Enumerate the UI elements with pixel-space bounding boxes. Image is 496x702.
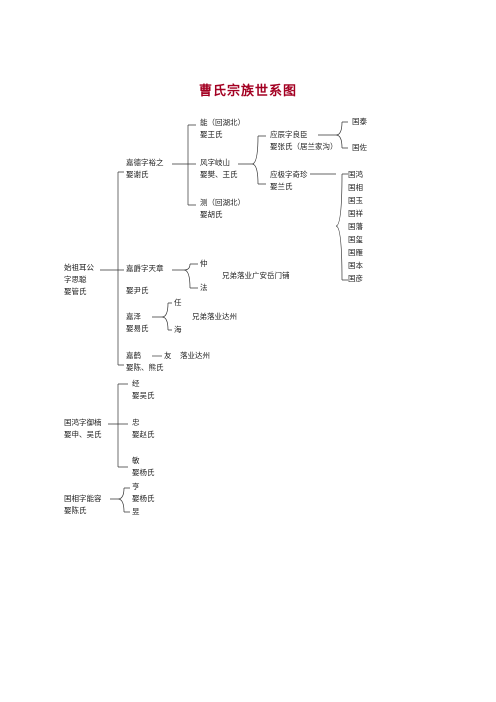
min-name: 敏 bbox=[132, 456, 140, 465]
zhong-name: 仲 bbox=[200, 259, 208, 268]
fengzi-brace bbox=[238, 135, 266, 185]
guotai-name: 国泰 bbox=[352, 117, 367, 126]
guoxiang-wife: 娶陈氏 bbox=[64, 506, 87, 515]
yingchen-wife: 娶张氏（居兰家沟） bbox=[270, 142, 338, 151]
zhong-wife: 娶赵氏 bbox=[132, 430, 155, 439]
jing-name: 经 bbox=[132, 379, 140, 388]
fa-name: 法 bbox=[200, 283, 208, 292]
jiahe-son-you: 友 bbox=[164, 351, 172, 360]
jiahe-name: 嘉鹤 bbox=[126, 351, 141, 360]
guo-list-item: 国藩 bbox=[348, 222, 363, 231]
guo-list-item: 国祥 bbox=[348, 209, 363, 218]
fengzi-name: 风字岐山 bbox=[200, 158, 230, 167]
yu-name: 昱 bbox=[132, 507, 140, 516]
guozuo-name: 国佐 bbox=[352, 143, 367, 152]
neng-wife: 娶王氏 bbox=[200, 130, 223, 139]
jiaze-name: 嘉泽 bbox=[126, 312, 141, 321]
renhai-note: 兄弟落业达州 bbox=[192, 312, 237, 321]
guohong-name: 国鸿字御楠 bbox=[64, 418, 102, 427]
jiahe-wife: 娶陈、熊氏 bbox=[126, 363, 164, 372]
page-title: 曹氏宗族世系图 bbox=[198, 84, 297, 99]
yinggen-name: 应极字奇珍 bbox=[270, 170, 308, 179]
jiajue-brace bbox=[172, 263, 198, 289]
founder-name: 始祖耳公 bbox=[64, 263, 94, 272]
jiaze-brace bbox=[152, 302, 172, 331]
jiade-brace bbox=[172, 124, 196, 206]
hai-name: 海 bbox=[174, 325, 182, 334]
guo-list-item: 国雁 bbox=[348, 248, 363, 257]
zhongfa-note: 兄弟落业广安岳门铺 bbox=[222, 271, 290, 280]
jing-wife: 娶吴氏 bbox=[132, 391, 155, 400]
guohong-wife: 娶申、吴氏 bbox=[64, 430, 102, 439]
yingchen-brace bbox=[318, 121, 348, 149]
guoxiang-name: 国相字能容 bbox=[64, 494, 102, 503]
guohong-brace bbox=[108, 383, 128, 468]
jiahe-note: 落业达州 bbox=[180, 351, 210, 360]
ce-name: 测（回湖北） bbox=[200, 198, 245, 207]
jiajue-name: 嘉爵字天章 bbox=[126, 264, 164, 273]
ce-wife: 娶胡氏 bbox=[200, 210, 223, 219]
guoxiang-brace bbox=[110, 487, 130, 513]
yinggen-brace bbox=[310, 173, 348, 281]
guo-list-item: 国鸿 bbox=[348, 170, 363, 179]
guo-list-item: 国玺 bbox=[348, 235, 363, 244]
guo-list-item: 国彦 bbox=[348, 274, 363, 283]
guo-list-item: 国玉 bbox=[348, 196, 363, 205]
yinggen-wife: 娶兰氏 bbox=[270, 182, 293, 191]
guo-list-item: 国相 bbox=[348, 183, 363, 192]
zhong-name: 忠 bbox=[132, 418, 140, 427]
ren-name: 任 bbox=[174, 298, 182, 307]
jiade-name: 嘉德字裕之 bbox=[126, 158, 164, 167]
heng-wife: 娶杨氏 bbox=[132, 494, 155, 503]
yingchen-name: 应辰字良臣 bbox=[270, 130, 308, 139]
min-wife: 娶杨氏 bbox=[132, 468, 155, 477]
founder-brace bbox=[100, 171, 124, 366]
guo-list-item: 国本 bbox=[348, 261, 363, 270]
neng-name: 能（回湖北） bbox=[200, 118, 245, 127]
jiajue-wife: 娶尹氏 bbox=[126, 286, 149, 295]
fengzi-wife: 娶樊、王氏 bbox=[200, 170, 238, 179]
jiaze-wife: 娶易氏 bbox=[126, 324, 149, 333]
founder-courtesy-name: 字思聪 bbox=[64, 275, 87, 284]
heng-name: 亨 bbox=[132, 482, 140, 491]
founder-wife: 娶管氏 bbox=[64, 287, 87, 296]
jiade-wife: 娶谢氏 bbox=[126, 170, 149, 179]
